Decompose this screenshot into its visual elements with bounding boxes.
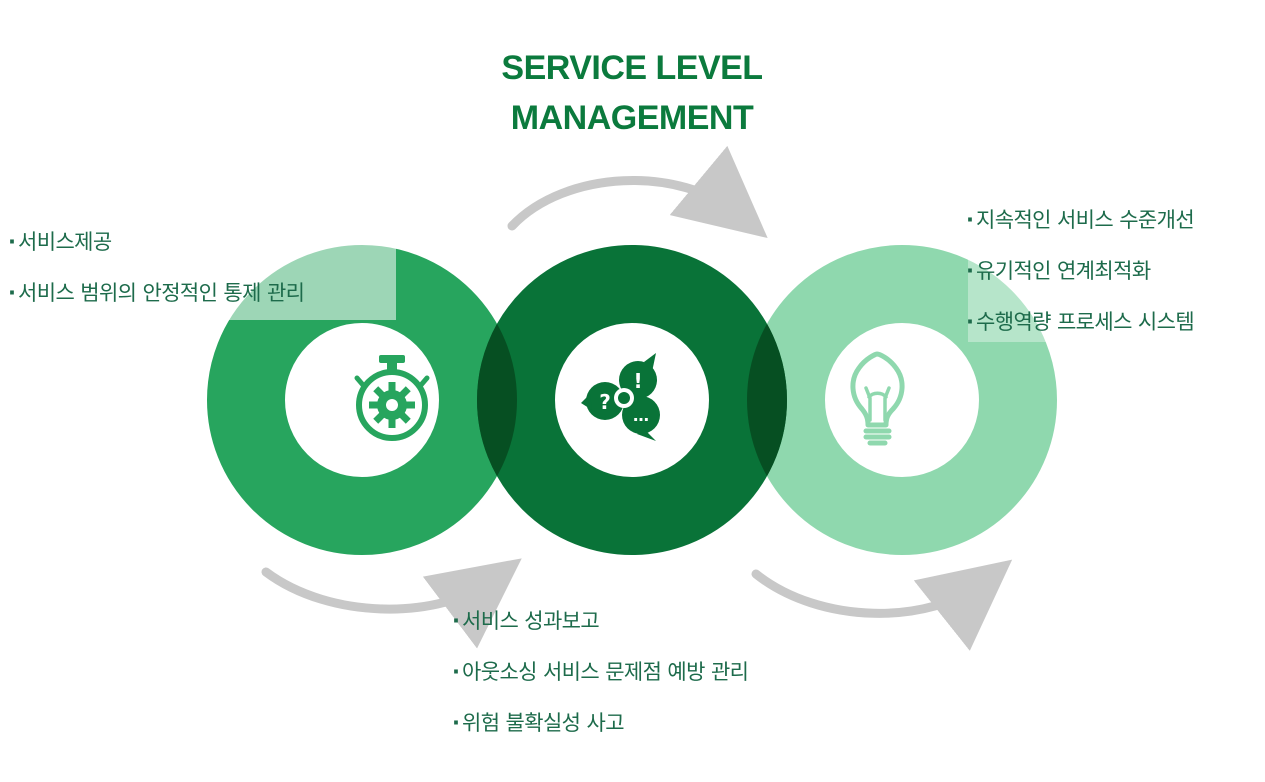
ellipsis-glyph: … xyxy=(633,406,649,425)
list-item: ·서비스제공 xyxy=(8,229,304,255)
bottom-left-rotation-arrow xyxy=(261,558,522,649)
title-line-2: MANAGEMENT xyxy=(510,99,754,137)
left-overlap xyxy=(477,245,517,555)
list-item-text: 서비스 성과보고 xyxy=(462,609,600,633)
bullet-dot: · xyxy=(966,259,974,283)
list-item-text: 서비스제공 xyxy=(18,230,112,254)
list-item-text: 유기적인 연계최적화 xyxy=(976,259,1151,283)
bottom-bullet-list: ·서비스 성과보고 ·아웃소싱 서비스 문제점 예방 관리 ·위험 불확실성 사… xyxy=(452,608,749,761)
bullet-dot: · xyxy=(966,208,974,232)
top-rotation-arrow xyxy=(507,145,768,239)
bullet-dot: · xyxy=(452,609,460,633)
list-item: ·수행역량 프로세스 시스템 xyxy=(966,309,1195,335)
list-item: ·아웃소싱 서비스 문제점 예방 관리 xyxy=(452,659,749,685)
left-bullet-list: ·서비스제공 ·서비스 범위의 안정적인 통제 관리 xyxy=(8,229,305,331)
list-item: ·서비스 범위의 안정적인 통제 관리 xyxy=(8,280,305,306)
bullet-dot: · xyxy=(452,711,460,735)
stopwatch-gear-icon xyxy=(354,355,430,441)
right-overlap xyxy=(747,245,787,555)
bullet-dot: · xyxy=(966,310,974,334)
exclamation-glyph: ! xyxy=(633,369,642,393)
list-item-text: 아웃소싱 서비스 문제점 예방 관리 xyxy=(462,660,749,684)
list-item: ·서비스 성과보고 xyxy=(452,608,748,634)
list-item-text: 서비스 범위의 안정적인 통제 관리 xyxy=(18,281,305,305)
list-item-text: 지속적인 서비스 수준개선 xyxy=(976,208,1195,232)
bullet-dot: · xyxy=(8,281,16,305)
speech-bubbles-icon: ? ! … xyxy=(581,353,660,441)
bullet-dot: · xyxy=(452,660,460,684)
question-glyph: ? xyxy=(599,390,611,414)
list-item: ·유기적인 연계최적화 xyxy=(966,258,1194,284)
title-line-1: SERVICE LEVEL xyxy=(501,49,763,87)
list-item-text: 위험 불확실성 사고 xyxy=(462,711,625,735)
lightbulb-icon xyxy=(850,351,905,446)
list-item: ·위험 불확실성 사고 xyxy=(452,710,748,736)
list-item: ·지속적인 서비스 수준개선 xyxy=(966,207,1195,233)
bullet-dot: · xyxy=(8,230,16,254)
bottom-right-rotation-arrow xyxy=(751,559,1013,651)
list-item-text: 수행역량 프로세스 시스템 xyxy=(976,310,1195,334)
right-bullet-list: ·지속적인 서비스 수준개선 ·유기적인 연계최적화 ·수행역량 프로세스 시스… xyxy=(966,207,1195,360)
